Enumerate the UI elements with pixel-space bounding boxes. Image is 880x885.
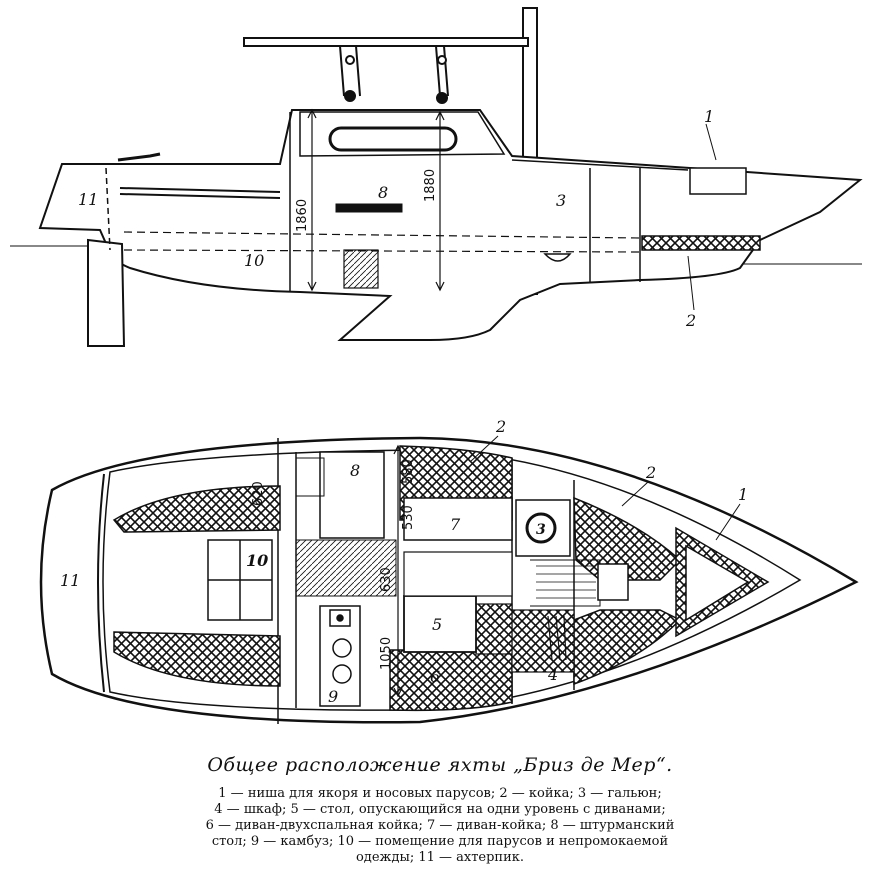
- plan-head-toilet: [525, 512, 557, 544]
- side-view: [10, 7, 863, 347]
- yacht-drawing: 11 10 8 3 1 2 1860 1880: [10, 7, 863, 724]
- label-8-side: 8: [378, 183, 388, 202]
- plan-dim-630: 630: [379, 567, 394, 592]
- plan-dim-1050: 1050: [379, 637, 394, 670]
- side-view-labels: 11 10 8 3 1 2 1860 1880: [78, 107, 714, 330]
- mainsheet-tackle: [339, 45, 449, 97]
- plan-label-11: 11: [60, 571, 80, 590]
- plan-berth-settee-stbd: [389, 649, 513, 712]
- plan-nav-table: [319, 451, 385, 539]
- legend-line: 4 — шкаф; 5 — стол, опускающийся на одни…: [214, 802, 666, 817]
- plan-label-2b: 2: [645, 463, 656, 482]
- figure-caption-title: Общее расположение яхты „Бриз де Мер“.: [207, 754, 673, 776]
- label-3-side: 3: [556, 191, 566, 210]
- legend-line: одежды; 11 — ахтерпик.: [355, 850, 525, 865]
- label-2-side: 2: [685, 311, 696, 330]
- plan-dim-580: 580: [401, 459, 416, 484]
- plan-berth-aft-stbd: [113, 631, 281, 687]
- legend-line: 1 — ниша для якоря и носовых парусов; 2 …: [218, 786, 662, 801]
- dim-1860: 1860: [295, 199, 310, 232]
- plan-berth-aft-port: [112, 485, 281, 533]
- rudder: [87, 238, 126, 347]
- berth-fwd-side: [641, 235, 761, 251]
- plan-dim-530: 530: [401, 505, 416, 530]
- legend-line: стол; 9 — камбуз; 10 — помещение для пар…: [211, 834, 669, 849]
- plan-label-7: 7: [450, 515, 461, 534]
- figure-legend: 1 — ниша для якоря и носовых парусов; 2 …: [60, 786, 820, 866]
- plan-label-4: 4: [547, 665, 558, 684]
- plan-dim-620: 620: [251, 481, 266, 506]
- legend-line: 6 — диван-двухспальная койка; 7 — диван-…: [205, 818, 675, 833]
- label-10-side: 10: [244, 251, 264, 270]
- plan-label-2a: 2: [495, 417, 506, 436]
- plan-view: [39, 436, 859, 724]
- plan-sail-locker: [207, 539, 273, 621]
- cabin-window: [328, 126, 458, 152]
- plan-galley: [319, 605, 361, 707]
- dim-1880: 1880: [423, 169, 438, 202]
- label-11-side: 11: [78, 190, 98, 209]
- plan-label-10: 10: [246, 551, 268, 570]
- plan-label-5: 5: [432, 615, 442, 634]
- boom: [243, 37, 529, 47]
- plan-label-3: 3: [536, 522, 546, 538]
- plan-label-8: 8: [350, 461, 360, 480]
- plan-view-labels: 11 10 8 7 3 5 6 9 4 2 2 1 620 580 530 63…: [60, 417, 748, 706]
- plan-label-1: 1: [738, 485, 748, 504]
- label-1-side: 1: [704, 107, 714, 126]
- plan-label-9: 9: [328, 687, 338, 706]
- plan-label-6: 6: [430, 667, 440, 686]
